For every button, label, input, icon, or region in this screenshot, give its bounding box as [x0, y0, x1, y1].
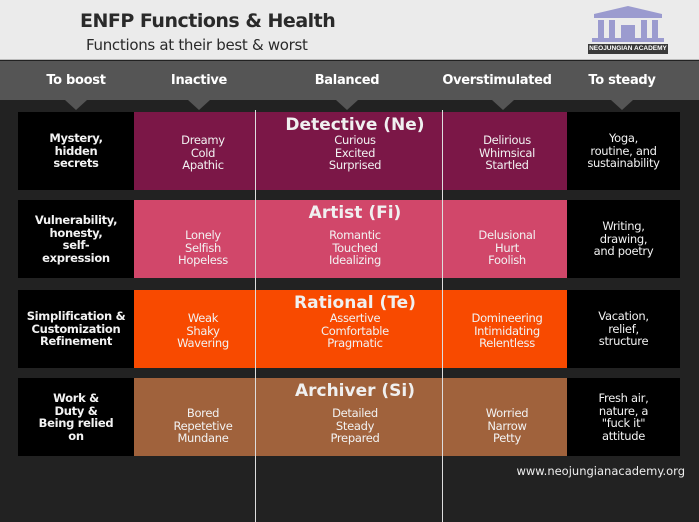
function-band — [134, 290, 567, 368]
function-row: Rational (Te) Simplification &Customizat… — [18, 290, 680, 368]
steady-cell — [567, 290, 680, 368]
function-row: Artist (Fi) Vulnerability,honesty,self-e… — [18, 200, 680, 278]
divider-line — [255, 110, 256, 522]
column-to-boost: To boost — [46, 73, 106, 88]
steady-text: Vacation,relief,structure — [598, 309, 649, 349]
function-name: Rational (Te) — [294, 293, 416, 313]
function-band — [134, 378, 567, 456]
column-inactive: Inactive — [170, 73, 228, 88]
steady-text: Fresh air,nature, a"fuck it"attitude — [598, 391, 649, 443]
boost-cell — [18, 290, 134, 368]
column-overstimulated: Overstimulated — [442, 73, 552, 88]
function-band — [134, 200, 567, 278]
academy-logo: NEOJUNGIAN ACADEMY — [588, 5, 668, 55]
logo-text: NEOJUNGIAN ACADEMY — [588, 44, 668, 54]
steady-cell — [567, 378, 680, 456]
page-title: ENFP Functions & Health — [80, 10, 336, 32]
column-balanced: Balanced — [314, 73, 380, 88]
function-name: Artist (Fi) — [308, 203, 402, 223]
boost-cell — [18, 112, 134, 190]
steady-text: Writing,drawing,and poetry — [593, 219, 654, 259]
boost-text: Vulnerability,honesty,self-expression — [34, 213, 118, 265]
function-band — [134, 112, 567, 190]
function-name: Archiver (Si) — [294, 381, 416, 401]
function-name: Detective (Ne) — [285, 115, 425, 135]
steady-cell — [567, 112, 680, 190]
footer-url: www.neojungianacademy.org — [516, 464, 686, 478]
column-header-band — [0, 61, 699, 100]
column-to-steady: To steady — [588, 73, 656, 88]
pointer-arrow — [65, 100, 87, 110]
pointer-arrow — [492, 100, 514, 110]
boost-cell — [18, 200, 134, 278]
steady-cell — [567, 200, 680, 278]
page-subtitle: Functions at their best & worst — [86, 36, 308, 54]
divider-line — [442, 110, 443, 522]
pointer-arrow — [188, 100, 210, 110]
pointer-arrow — [611, 100, 633, 110]
building-icon — [592, 6, 664, 42]
pointer-arrow — [336, 100, 358, 110]
header: ENFP Functions & Health Functions at the… — [0, 0, 699, 60]
boost-cell — [18, 378, 134, 456]
